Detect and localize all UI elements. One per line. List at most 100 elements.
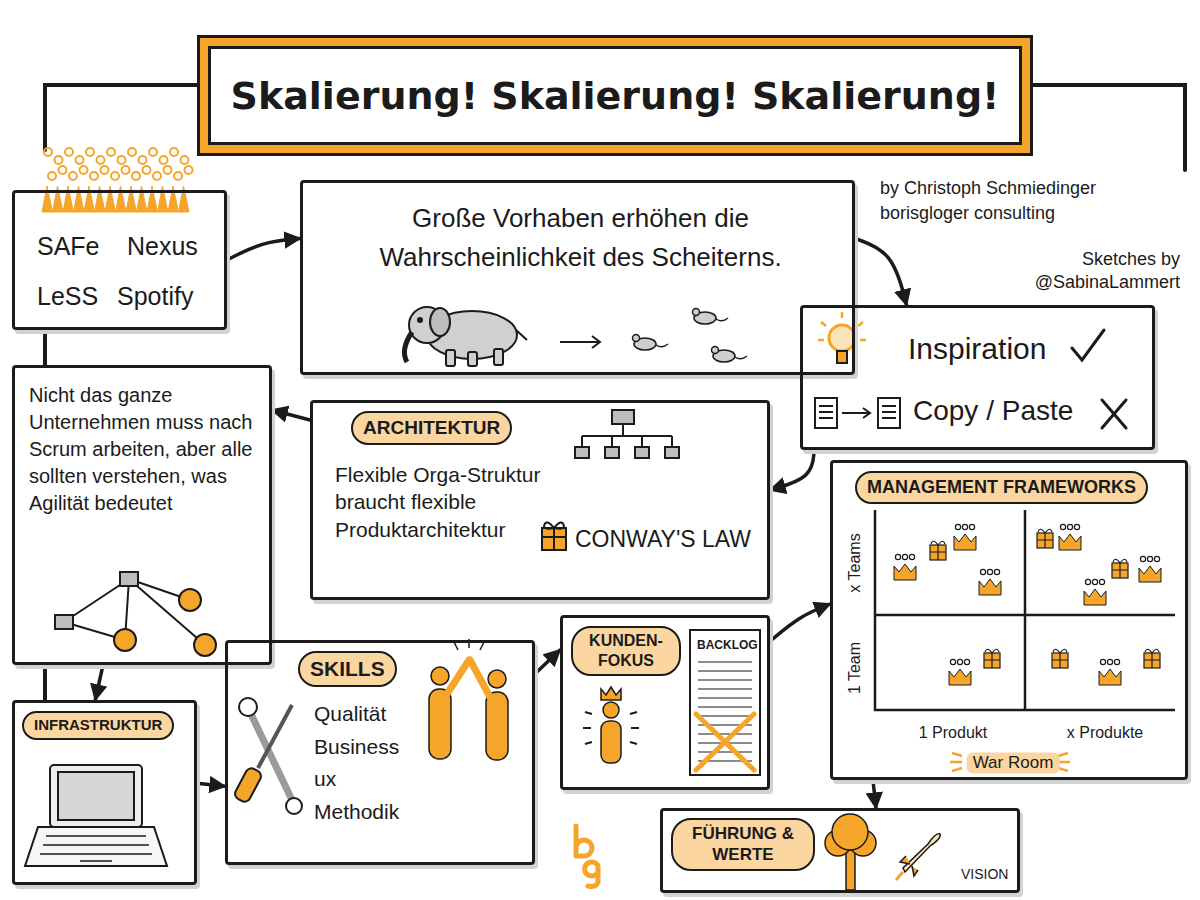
company-logo: [576, 826, 598, 887]
team-doodle: [1084, 589, 1106, 605]
team-doodle: [1147, 556, 1152, 561]
node-text: Nicht das ganze Unternehmen muss nach Sc…: [29, 382, 261, 517]
team-doodle: [1085, 579, 1090, 584]
crowd-doodle: [164, 166, 172, 174]
node-text: SAFe: [37, 231, 100, 262]
flow-arrow: [197, 783, 225, 786]
network-doodle: [55, 615, 73, 629]
topic-box: ARCHITEKTURFlexible Orga-Struktur brauch…: [310, 400, 770, 600]
flow-arrow: [855, 239, 907, 306]
lightbulb-icon: [818, 312, 866, 340]
network-doodle: [179, 589, 201, 611]
high-five-figures: [470, 660, 490, 697]
heading-label: INFRASTRUKTUR: [22, 711, 174, 740]
high-five-figures: [429, 639, 508, 760]
rocket-icon: [903, 834, 940, 872]
team-doodle: [949, 669, 971, 685]
team-doodle: [964, 659, 969, 664]
customer-figure: [583, 712, 639, 744]
heading-label: ARCHITEKTUR: [351, 411, 512, 445]
crowd-doodle: [170, 148, 178, 156]
team-doodle: [987, 569, 992, 574]
crowd-doodle: [118, 156, 126, 164]
crowd-doodle: [48, 172, 56, 180]
flow-arrow: [770, 450, 814, 490]
flow-arrow: [95, 665, 103, 700]
node-text: CONWAY'S LAW: [575, 525, 751, 554]
flow-arrow: [535, 650, 560, 674]
rocket-icon: [896, 834, 940, 880]
crowd-doodle: [59, 166, 67, 174]
quadrant-grid: [875, 510, 1175, 710]
team-doodle: [955, 524, 960, 529]
check-mark: [1072, 330, 1104, 360]
gift-icon: [544, 522, 564, 528]
flow-arrow: [873, 780, 876, 808]
flow-arrow: [272, 410, 310, 420]
elephant-drawing: [404, 307, 527, 366]
crowd-doodle: [44, 148, 52, 156]
customer-figure: [603, 702, 619, 718]
team-doodle: [1144, 649, 1160, 668]
flow-arrow: [770, 604, 830, 641]
org-chart-icon: [605, 447, 619, 458]
team-doodle: [930, 541, 946, 560]
team-doodle: [894, 524, 1161, 685]
laptop-icon: [40, 836, 152, 861]
credit-label: Sketches by @SabinaLammert: [935, 248, 1180, 295]
network-doodle: [114, 629, 136, 651]
tree-icon: [825, 814, 876, 890]
tree-icon: [846, 850, 855, 890]
shrink-arrow: [560, 336, 600, 348]
node-text: Qualität Business ux Methodik: [314, 698, 414, 828]
team-doodle: [954, 534, 976, 550]
node-text: Große Vorhaben erhöhen die Wahrscheinlic…: [333, 199, 828, 277]
team-doodle: [1139, 566, 1161, 582]
high-five-figures: [429, 689, 451, 759]
org-chart-icon: [575, 447, 589, 458]
diagram-title: Skalierung! Skalierung! Skalierung!: [231, 74, 1000, 118]
moon-icon: [965, 828, 984, 852]
quadrant-grid: [875, 510, 1175, 710]
team-doodle: [1067, 524, 1072, 529]
team-doodle: [1099, 579, 1104, 584]
frame-line: [45, 85, 1185, 700]
mouse-drawing: [693, 309, 700, 316]
team-doodle: [979, 579, 1001, 595]
team-doodle: [1099, 669, 1121, 685]
network-doodle: [194, 634, 216, 656]
node-text: Inspiration: [908, 330, 1046, 368]
crowd-doodle: [69, 172, 77, 180]
crowd-doodle: [55, 156, 63, 164]
elephant-drawing: [468, 352, 477, 366]
company-logo: [576, 826, 592, 856]
backlog-document: [690, 630, 760, 775]
node-text: x Teams: [845, 533, 865, 592]
topic-box: InspirationCopy / Paste: [800, 305, 1155, 450]
heading-label: FÜHRUNG & WERTE: [671, 818, 815, 871]
team-doodle: [962, 524, 967, 529]
team-doodle: [909, 554, 914, 559]
topic-box: MANAGEMENT FRAMEWORKSx Teams1 Team1 Prod…: [830, 460, 1188, 780]
lightbulb-icon: [837, 351, 847, 363]
crowd-doodle: [65, 148, 73, 156]
elephant-drawing: [418, 318, 422, 322]
laptop-icon: [25, 765, 167, 866]
crowd-doodle: [107, 148, 115, 156]
team-doodle: [1107, 659, 1112, 664]
laptop-icon: [25, 827, 167, 866]
node-text: 1 Team: [845, 642, 865, 694]
org-chart-icon: [635, 447, 649, 458]
node-text: War Room: [967, 752, 1060, 773]
frame-line: [43, 330, 47, 365]
high-five-figures: [486, 692, 508, 760]
gift-icon: [542, 528, 566, 550]
crowd-doodle: [101, 166, 109, 174]
gift-icon: [542, 528, 566, 550]
org-chart-icon: [612, 410, 634, 424]
crowd-doodle: [139, 156, 147, 164]
node-text: VISION: [961, 866, 1008, 884]
elephant-drawing: [430, 308, 450, 336]
shrink-arrow: [560, 336, 600, 348]
laptop-icon: [58, 772, 134, 820]
